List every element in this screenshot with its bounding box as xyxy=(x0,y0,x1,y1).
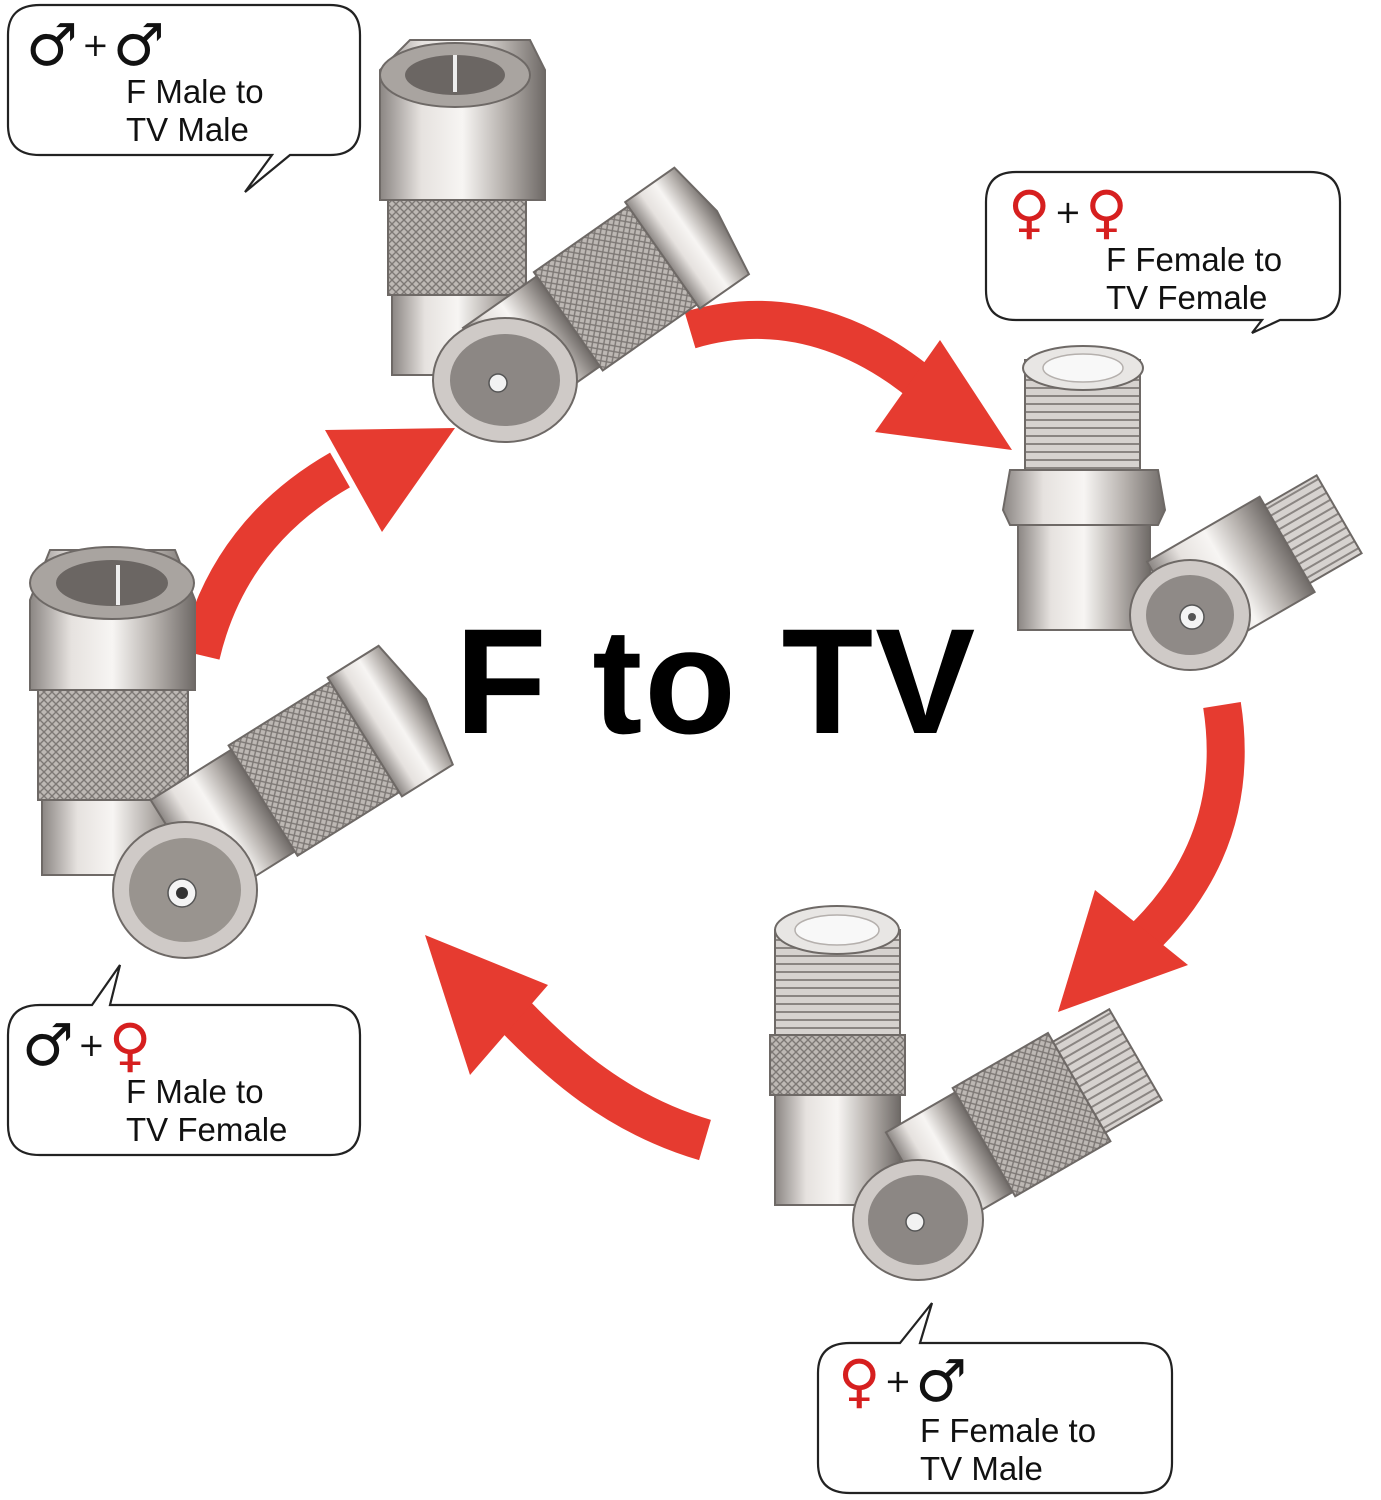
bubble-line-1: F Male to xyxy=(126,1073,264,1110)
bubble-outline-bottom-left xyxy=(6,964,362,1157)
female-symbol-icon: ♀ xyxy=(1008,178,1051,246)
connector-f-male-tv-female-a xyxy=(29,546,196,876)
bubble-line-2: TV Male xyxy=(920,1450,1043,1487)
bubble-line-1: F Female to xyxy=(1106,241,1283,278)
bubble-outline-top-right xyxy=(984,170,1342,334)
bubble-line-1: F Male to xyxy=(126,73,264,110)
connector-f-male-tv-male-b xyxy=(432,166,751,443)
plus-icon: + xyxy=(78,1026,105,1064)
bubble-outline-bottom-right xyxy=(816,1302,1174,1495)
plus-icon: + xyxy=(884,1362,912,1400)
plus-icon: + xyxy=(82,26,109,64)
male-symbol-icon: ♂ xyxy=(915,1347,968,1415)
connector-f-female-tv-female-b xyxy=(1129,473,1363,671)
male-symbol-icon: ♂ xyxy=(22,1011,74,1079)
arrow-bottom-left xyxy=(425,935,712,1161)
arrow-top-right xyxy=(684,300,1012,450)
female-symbol-icon: ♀ xyxy=(838,1347,881,1415)
bubble-line-2: TV Female xyxy=(126,1111,288,1148)
bubble-line-2: TV Male xyxy=(126,111,249,148)
arrow-right-down xyxy=(1058,702,1245,1012)
connector-f-male-tv-female-b xyxy=(112,644,455,959)
connector-f-female-tv-male-b xyxy=(852,1007,1164,1281)
bubble-outline-top-left xyxy=(6,3,362,193)
bubble-line-2: TV Female xyxy=(1106,279,1268,316)
bubble-line-1: F Female to xyxy=(920,1412,1097,1449)
male-symbol-icon: ♂ xyxy=(26,11,78,79)
plus-icon: + xyxy=(1054,193,1082,231)
connector-f-female-tv-male-a xyxy=(769,905,906,1206)
male-symbol-icon: ♂ xyxy=(112,11,165,79)
arrow-left-up xyxy=(180,428,455,660)
female-symbol-icon: ♀ xyxy=(108,1011,152,1079)
female-symbol-icon: ♀ xyxy=(1085,178,1128,246)
page-title: F to TV xyxy=(455,597,978,765)
